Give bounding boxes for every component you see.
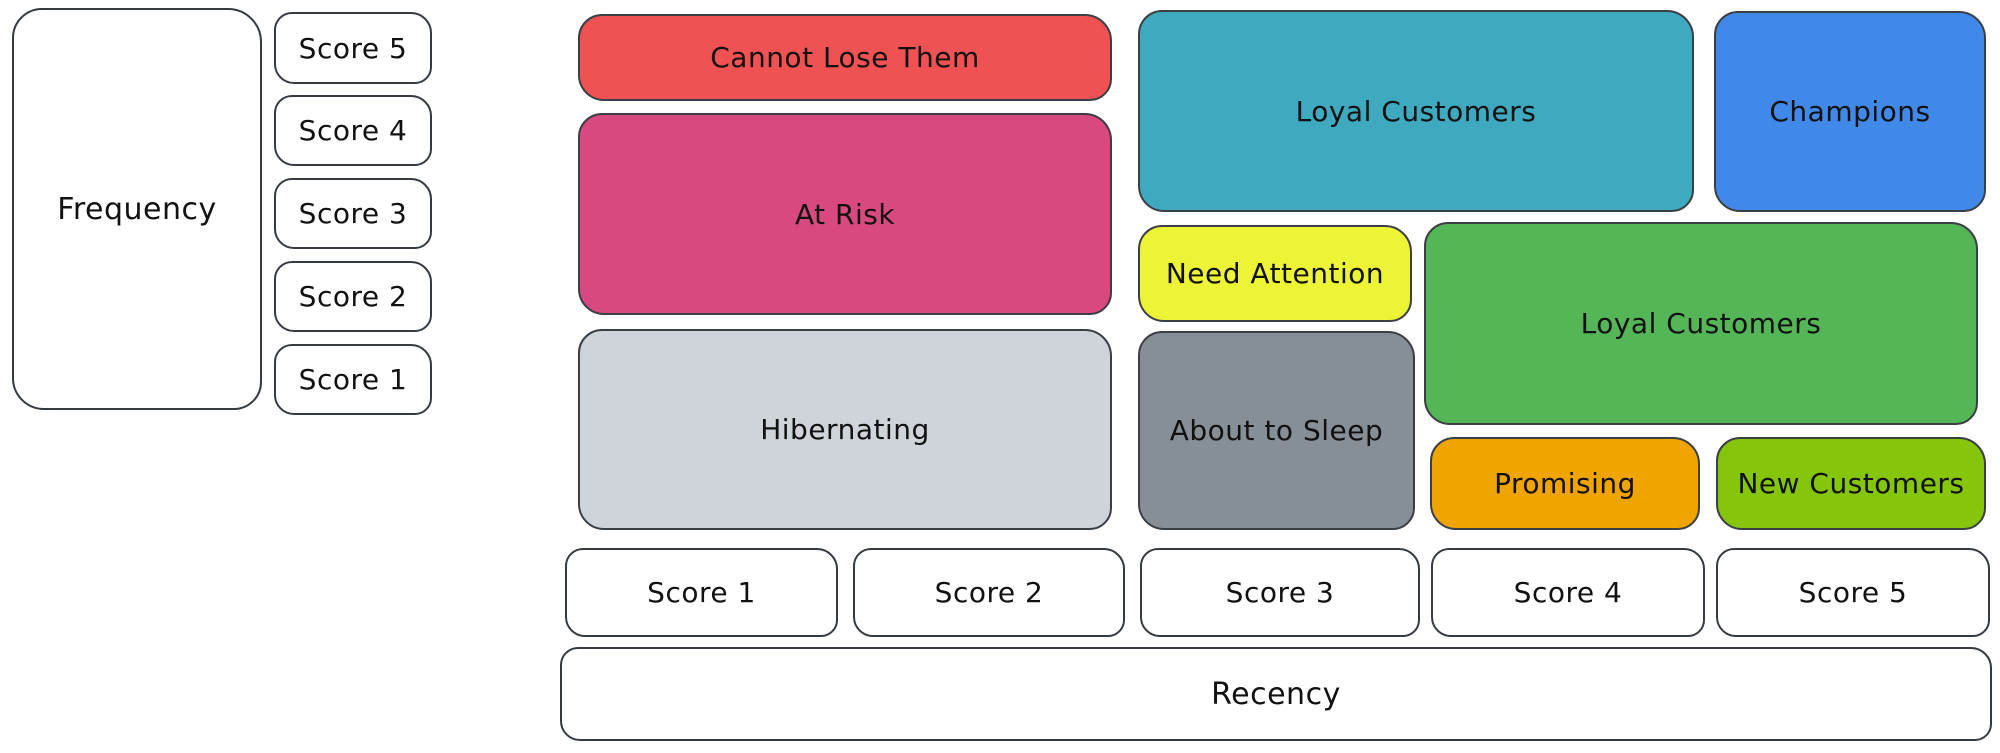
segment-loyal-customers-teal-label: Loyal Customers [1295,94,1537,128]
recency-score-4-text: Score 4 [1513,576,1623,609]
frequency-axis-label: Frequency [12,8,262,410]
frequency-score-3: Score 3 [274,178,432,249]
segment-need-attention-label: Need Attention [1165,257,1385,290]
segment-loyal-customers-green: Loyal Customers [1424,222,1978,425]
frequency-score-1: Score 1 [274,344,432,415]
recency-score-5: Score 5 [1716,548,1990,637]
recency-axis-label: Recency [560,647,1992,741]
frequency-score-4: Score 4 [274,95,432,166]
segment-promising-label: Promising [1494,467,1636,500]
segment-loyal-customers-green-label: Loyal Customers [1580,307,1822,340]
recency-score-1: Score 1 [565,548,838,637]
segment-promising: Promising [1430,437,1700,530]
segment-champions: Champions [1714,11,1986,212]
frequency-score-4-text: Score 4 [298,114,408,147]
recency-score-2-text: Score 2 [934,576,1044,609]
frequency-score-3-text: Score 3 [298,197,408,230]
segment-hibernating: Hibernating [578,329,1112,530]
segment-cannot-lose-them-label: Cannot Lose Them [710,41,980,74]
segment-about-to-sleep: About to Sleep [1138,331,1415,530]
recency-score-5-text: Score 5 [1798,576,1908,609]
recency-score-4: Score 4 [1431,548,1705,637]
segment-about-to-sleep-label: About to Sleep [1169,414,1384,447]
segment-need-attention: Need Attention [1138,225,1412,322]
recency-score-3: Score 3 [1140,548,1420,637]
frequency-score-5: Score 5 [274,12,432,84]
segment-at-risk-label: At Risk [794,197,896,231]
frequency-axis-text: Frequency [57,191,217,227]
segment-at-risk: At Risk [578,113,1112,315]
frequency-score-2-text: Score 2 [298,280,408,313]
segment-cannot-lose-them: Cannot Lose Them [578,14,1112,101]
recency-score-1-text: Score 1 [647,576,756,609]
segment-new-customers: New Customers [1716,437,1986,530]
segment-new-customers-label: New Customers [1737,467,1965,500]
recency-axis-text: Recency [1211,676,1341,712]
recency-score-3-text: Score 3 [1225,576,1335,609]
frequency-score-1-text: Score 1 [298,363,408,396]
segment-champions-label: Champions [1769,95,1931,128]
frequency-score-5-text: Score 5 [298,31,408,65]
frequency-score-2: Score 2 [274,261,432,332]
segment-hibernating-label: Hibernating [760,413,930,446]
recency-score-2: Score 2 [853,548,1125,637]
segment-loyal-customers-teal: Loyal Customers [1138,10,1694,212]
